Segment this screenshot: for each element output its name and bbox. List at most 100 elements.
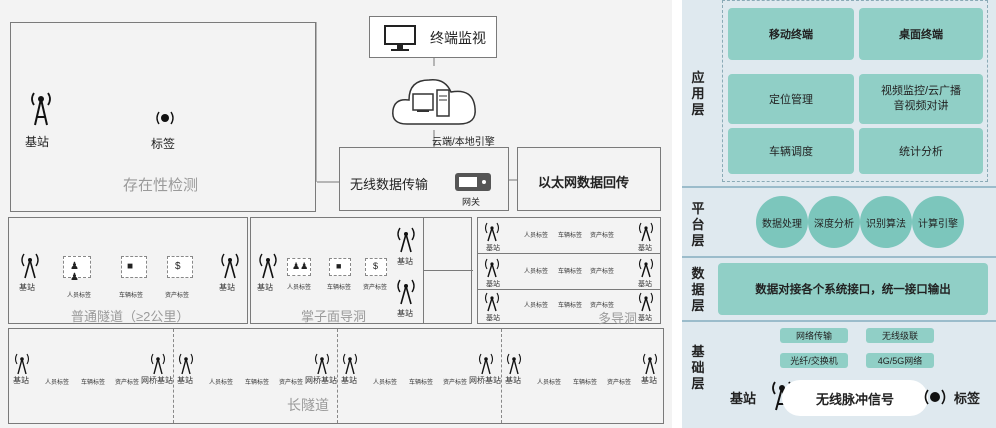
- monitor-icon: [384, 25, 416, 51]
- base-label: 基站: [638, 245, 652, 252]
- person-label: 人员标签: [45, 380, 70, 386]
- divider: [501, 329, 502, 423]
- wireless-cascade: 无线级联: [866, 328, 934, 343]
- asset-label: 资产标签: [363, 285, 388, 291]
- base-station-icon: [150, 353, 166, 375]
- base-station-icon: [484, 258, 500, 278]
- multi-tunnel-row: 基站 人员标签 车辆标签 资产标签 基站: [478, 218, 660, 254]
- deep-analysis: 深度分析: [808, 196, 860, 248]
- pulse-signal: 无线脉冲信号: [782, 380, 928, 416]
- base-station-icon: [31, 92, 51, 126]
- person-tag-icon: ♟♟: [287, 258, 311, 276]
- base-label: 基站: [486, 315, 500, 322]
- long-tunnel-panel: 基站 人员标签 车辆标签 资产标签 网桥基站 基站 人员标签 车辆标签 资产标签…: [8, 328, 664, 424]
- statistics: 统计分析: [859, 128, 983, 174]
- video-label: 视频监控/云广播: [880, 85, 962, 97]
- base-station-icon: [506, 353, 522, 375]
- base-station-icon: [21, 253, 39, 279]
- person-label: 人员标签: [287, 285, 312, 291]
- multi-tunnel-row: 基站 人员标签 车辆标签 资产标签 基站: [478, 254, 660, 290]
- asset-label: 资产标签: [590, 303, 615, 309]
- bridge-base-label: 网桥基站: [141, 376, 173, 385]
- base-station-icon: [221, 253, 239, 279]
- base-label: 基站: [219, 283, 235, 292]
- 4g-5g-network: 4G/5G网络: [866, 353, 934, 368]
- multi-tunnel-panel: 基站 人员标签 车辆标签 资产标签 基站 基站 人员标签 车辆标签 资产标签 基…: [477, 217, 661, 326]
- vehicle-label: 车辆标签: [245, 380, 270, 386]
- vehicle-label: 车辆标签: [409, 380, 434, 386]
- desktop-terminal: 桌面终端: [859, 8, 983, 60]
- presence-title: 存在性检测: [123, 177, 199, 194]
- base-label: 基站: [641, 376, 657, 385]
- vehicle-label: 车辆标签: [327, 285, 352, 291]
- base-station-icon: [397, 227, 415, 253]
- compute-engine: 计算引擎: [912, 196, 964, 248]
- base-label: 基站: [397, 257, 413, 266]
- data-layer-label: 数据层: [691, 266, 705, 313]
- base-label: 基站: [341, 376, 357, 385]
- ethernet-box: 以太网数据回传: [517, 147, 661, 211]
- layer-separator: [682, 256, 996, 258]
- layer-separator: [682, 320, 996, 322]
- data-interface: 数据对接各个系统接口，统一接口输出: [718, 263, 988, 315]
- divider: [423, 270, 473, 271]
- base-station-icon: [314, 353, 330, 375]
- vehicle-tag-icon: ■: [329, 258, 351, 276]
- base-station-icon: [178, 353, 194, 375]
- ethernet-label: 以太网数据回传: [538, 175, 630, 190]
- app-layer-label: 应用层: [691, 70, 705, 117]
- tag-label: 标签: [954, 391, 981, 406]
- vehicle-tag-icon: ■: [121, 256, 147, 278]
- person-label: 人员标签: [524, 303, 549, 309]
- vehicle-dispatch: 车辆调度: [728, 128, 854, 174]
- base-station-icon: [484, 222, 500, 242]
- base-station-icon: [397, 279, 415, 305]
- base-station-icon: [638, 258, 654, 278]
- vehicle-label: 车辆标签: [558, 303, 583, 309]
- data-processing: 数据处理: [756, 196, 808, 248]
- recognition-algorithm: 识别算法: [860, 196, 912, 248]
- multi-tunnel-title: 多导洞: [598, 311, 638, 326]
- base-layer-label: 基础层: [691, 344, 705, 391]
- cloud-engine-label: 云端/本地引擎: [432, 137, 495, 148]
- tag-icon: [924, 389, 946, 405]
- multi-tunnel-row: 基站 人员标签 车辆标签 资产标签 基站: [478, 290, 660, 323]
- base-station-icon: [342, 353, 358, 375]
- person-label: 人员标签: [537, 380, 562, 386]
- fiber-switch: 光纤/交换机: [780, 353, 848, 368]
- network-transfer: 网络传输: [780, 328, 848, 343]
- person-label: 人员标签: [524, 269, 549, 275]
- base-label: 基站: [19, 283, 35, 292]
- person-label: 人员标签: [524, 233, 549, 239]
- person-label: 人员标签: [67, 293, 92, 299]
- asset-label: 资产标签: [443, 380, 468, 386]
- base-label: 基站: [486, 281, 500, 288]
- terminal-monitor-box: 终端监视: [369, 16, 497, 58]
- asset-label: 资产标签: [590, 269, 615, 275]
- presence-tag-label: 标签: [151, 137, 176, 151]
- connector-lines: [315, 22, 517, 183]
- asset-label: 资产标签: [279, 380, 304, 386]
- asset-label: 资产标签: [607, 380, 632, 386]
- base-station-icon: [484, 292, 500, 312]
- base-label: 基站: [486, 245, 500, 252]
- presence-detection-panel: 基站 标签 存在性检测: [10, 22, 316, 212]
- person-tag-icon: ♟ ♟: [63, 256, 91, 283]
- terminal-label: 终端监视: [430, 30, 486, 46]
- person-label: 人员标签: [209, 380, 234, 386]
- long-tunnel-title: 长隧道: [287, 397, 329, 413]
- bridge-base-label: 网桥基站: [469, 376, 501, 385]
- base-station-icon: [478, 353, 494, 375]
- presence-base-label: 基站: [25, 135, 50, 149]
- normal-tunnel-panel: 基站 ♟ ♟ 人员标签 ■ 车辆标签 $ 资产标签 基站 普通隧道（≥2公里）: [8, 217, 248, 324]
- base-station-icon: [14, 353, 30, 375]
- location-management: 定位管理: [728, 74, 854, 124]
- base-label: 基站: [177, 376, 193, 385]
- vehicle-label: 车辆标签: [573, 380, 598, 386]
- base-label: 基站: [505, 376, 521, 385]
- palm-tunnel-title: 掌子面导洞: [301, 309, 367, 324]
- asset-label: 资产标签: [165, 293, 190, 299]
- platform-layer-label: 平台层: [691, 201, 705, 248]
- asset-tag-icon: $: [365, 258, 387, 276]
- vehicle-label: 车辆标签: [558, 233, 583, 239]
